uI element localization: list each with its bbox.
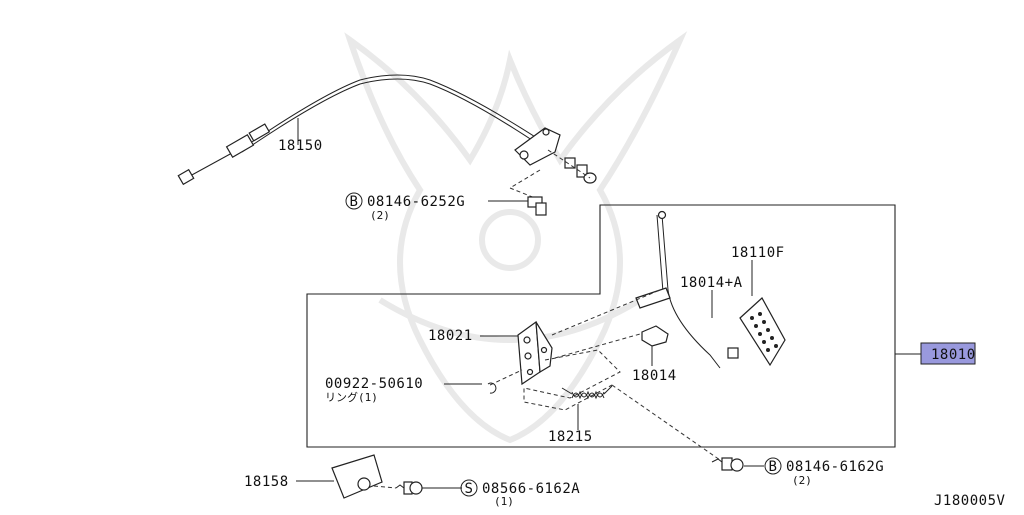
cable-bolt-badge-letter: B [350,194,359,210]
pedal-bolt-callout[interactable]: B 08146-6162G (2) [764,457,884,487]
stopper-part-number[interactable]: 18158 [244,474,289,490]
pedal-pad-part-number[interactable]: 18110F [731,245,785,261]
clip-part-number[interactable]: 18014 [632,368,677,384]
ring-note: リング(1) [325,390,378,404]
pedal-assembly-frame [306,204,896,448]
stopper-screw[interactable] [373,481,423,495]
screw-part-number: 08566-6162A [482,481,580,497]
bolt-badge-icon [764,457,782,475]
bracket-part-number[interactable]: 18021 [428,328,473,344]
accelerator-cable[interactable] [177,74,597,201]
return-spring[interactable] [561,385,613,400]
screw-badge-icon [460,479,478,497]
bolt-badge-icon [345,192,363,210]
pedal-bolt-part-number: 08146-6162G [786,459,884,475]
retaining-ring[interactable] [487,382,497,394]
cable-bolt-part-number: 08146-6252G [367,194,465,210]
spring-part-number[interactable]: 18215 [548,429,593,445]
pedal-stopper[interactable] [331,454,383,499]
assembly-guide-lines [489,289,721,461]
pedal-arm[interactable] [635,210,739,369]
diagram-reference-code: J180005V [934,493,1006,509]
ring-part-number[interactable]: 00922-50610 [325,376,423,392]
pedal-assembly-callout[interactable]: 18010 [920,342,976,365]
cable-bolt-quantity: (2) [370,209,390,222]
pedal-bolt-badge-letter: B [769,459,778,475]
pedal-assembly-part-number: 18010 [931,347,976,363]
pedal-bracket[interactable] [517,320,553,386]
accelerator-pedal-pad[interactable] [739,297,786,367]
screw-quantity: (1) [494,495,514,508]
highlight-box [920,342,976,365]
cable-bolt-callout[interactable]: B 08146-6252G (2) [345,192,528,222]
cable-bolt[interactable] [527,196,547,216]
pedal-bolt-quantity: (2) [792,474,812,487]
pedal-bolt[interactable] [711,457,744,472]
cable-part-number[interactable]: 18150 [278,138,323,154]
screw-callout[interactable]: S 08566-6162A (1) [460,479,580,508]
watermark-emblem [344,31,688,444]
pedal-clip[interactable] [641,325,669,347]
screw-badge-letter: S [465,481,474,497]
pedal-arm-part-number[interactable]: 18014+A [680,275,743,291]
